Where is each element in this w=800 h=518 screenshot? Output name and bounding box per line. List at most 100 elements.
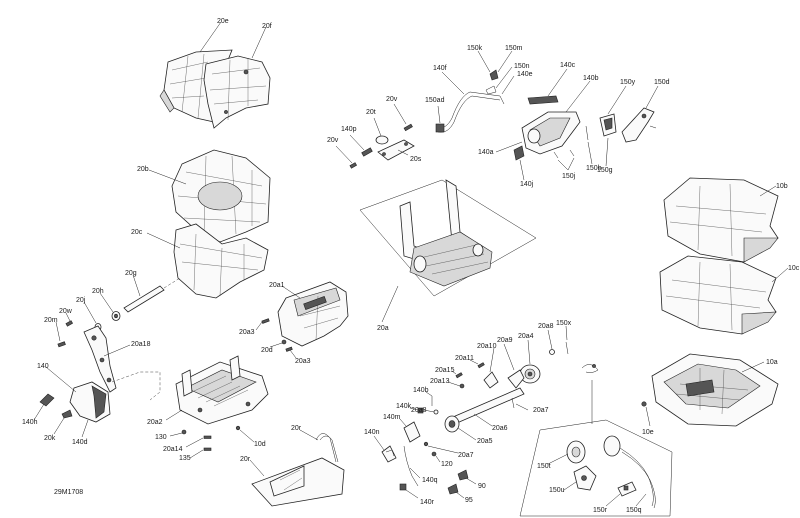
callout-95: 95 <box>465 497 473 504</box>
grip-140c <box>527 95 559 105</box>
callout-20a15: 20a15 <box>435 367 455 374</box>
wire-harness-150ad <box>435 91 505 133</box>
callout-130: 130 <box>155 434 167 441</box>
callout-140c: 140c <box>560 62 576 69</box>
nut-120 <box>431 451 437 457</box>
callout-10b: 10b <box>776 183 788 190</box>
seat-cushion-10b <box>663 177 779 263</box>
callout-150d: 150d <box>654 79 670 86</box>
handle-140a <box>521 111 581 155</box>
callout-20j: 20j <box>76 297 86 304</box>
callout-140b-top: 140b <box>583 75 599 82</box>
callout-20d: 20d <box>261 347 273 354</box>
callout-20a1: 20a1 <box>269 282 285 289</box>
callout-150k: 150k <box>467 45 483 52</box>
callout-20m: 20m <box>44 317 58 324</box>
callout-20b: 20b <box>137 166 149 173</box>
callout-20a10: 20a10 <box>477 343 497 350</box>
callout-20a3-bottom: 20a3 <box>295 358 311 365</box>
callout-150x: 150x <box>556 320 572 327</box>
callout-20s: 20s <box>410 156 422 163</box>
callout-20r-top: 20r <box>291 425 302 432</box>
callout-150m: 150m <box>505 45 523 52</box>
inset-outline-20a <box>359 179 537 297</box>
callout-150r: 150r <box>593 507 608 514</box>
callout-20f: 20f <box>262 23 272 30</box>
cap-150k <box>489 69 499 81</box>
callout-20a7-low: 20a7 <box>458 452 474 459</box>
callout-150n: 150n <box>514 63 530 70</box>
callout-20a18: 20a18 <box>131 341 151 348</box>
callout-20a6: 20a6 <box>492 425 508 432</box>
screw-20v-upper <box>403 123 413 132</box>
nut-10e <box>641 401 647 407</box>
callout-140d: 140d <box>72 439 88 446</box>
callout-20a9: 20a9 <box>497 337 513 344</box>
nut-130 <box>181 429 187 435</box>
lever-20a9 <box>507 369 525 389</box>
inset-outline-lock <box>519 419 673 517</box>
callout-140j: 140j <box>520 181 534 188</box>
screw-20v-lower <box>349 162 358 169</box>
callout-20a2: 20a2 <box>147 419 163 426</box>
bracket-20a10 <box>483 371 499 389</box>
callout-10e: 10e <box>642 429 654 436</box>
seat-slider-20a <box>399 179 493 287</box>
backrest-frame-20c <box>173 223 269 299</box>
callout-140n: 140n <box>364 429 380 436</box>
callout-20e: 20e <box>217 18 229 25</box>
washer-20a8-low <box>433 409 439 415</box>
screw-135 <box>203 447 212 451</box>
handle-140d <box>69 381 111 423</box>
callout-150q: 150q <box>626 507 642 514</box>
callout-20a13: 20a13 <box>430 378 450 385</box>
hinge-bracket-20a18 <box>83 325 117 393</box>
clip-140k <box>417 407 424 414</box>
callout-20a5: 20a5 <box>477 438 493 445</box>
cable-150q <box>603 435 656 509</box>
nut-20a13 <box>459 383 465 389</box>
callout-20t: 20t <box>366 109 376 116</box>
pin-150h <box>585 125 589 141</box>
pin-20a7-right <box>511 397 515 409</box>
seat-base-frame-20a2 <box>175 355 269 425</box>
callout-140b-low: 140b <box>413 387 429 394</box>
screw-20a15 <box>455 372 463 379</box>
callout-150y: 150y <box>620 79 636 86</box>
bracket-20s <box>377 139 415 161</box>
callout-20a8-top: 20a8 <box>538 323 554 330</box>
pin-20a7-low <box>423 441 429 447</box>
cable-end <box>581 364 599 373</box>
callout-140m: 140m <box>383 414 401 421</box>
rod-20g <box>123 277 181 313</box>
callout-20a: 20a <box>377 325 389 332</box>
callout-20a8-low: 20a8 <box>411 407 427 414</box>
callout-10a: 10a <box>766 359 778 366</box>
washer-20h <box>111 311 121 321</box>
clip-10d <box>235 425 241 431</box>
housing-140m <box>403 421 421 443</box>
bracket-150d <box>621 107 657 143</box>
washer-20a8-top <box>549 349 555 355</box>
callout-140h: 140h <box>22 419 38 426</box>
ring-20t <box>375 135 389 145</box>
lock-cylinder-150u <box>573 465 597 491</box>
callout-20h: 20h <box>92 288 104 295</box>
lock-housing-150t <box>566 440 586 464</box>
clip-95 <box>447 483 459 495</box>
bolt-20w <box>65 320 74 327</box>
callout-150h: 150h <box>586 165 602 172</box>
callout-20g: 20g <box>125 270 137 277</box>
callout-150g: 150g <box>597 167 613 174</box>
callout-20a14: 20a14 <box>163 446 183 453</box>
bolt-20m <box>57 341 66 348</box>
clip-20k <box>61 409 73 419</box>
callout-10c: 10c <box>788 265 800 272</box>
callout-150u: 150u <box>549 487 565 494</box>
callout-150t: 150t <box>537 463 551 470</box>
pin-150x <box>565 341 569 355</box>
strap-loop-20r <box>315 433 339 463</box>
callout-140f: 140f <box>433 65 447 72</box>
callout-20k: 20k <box>44 435 56 442</box>
